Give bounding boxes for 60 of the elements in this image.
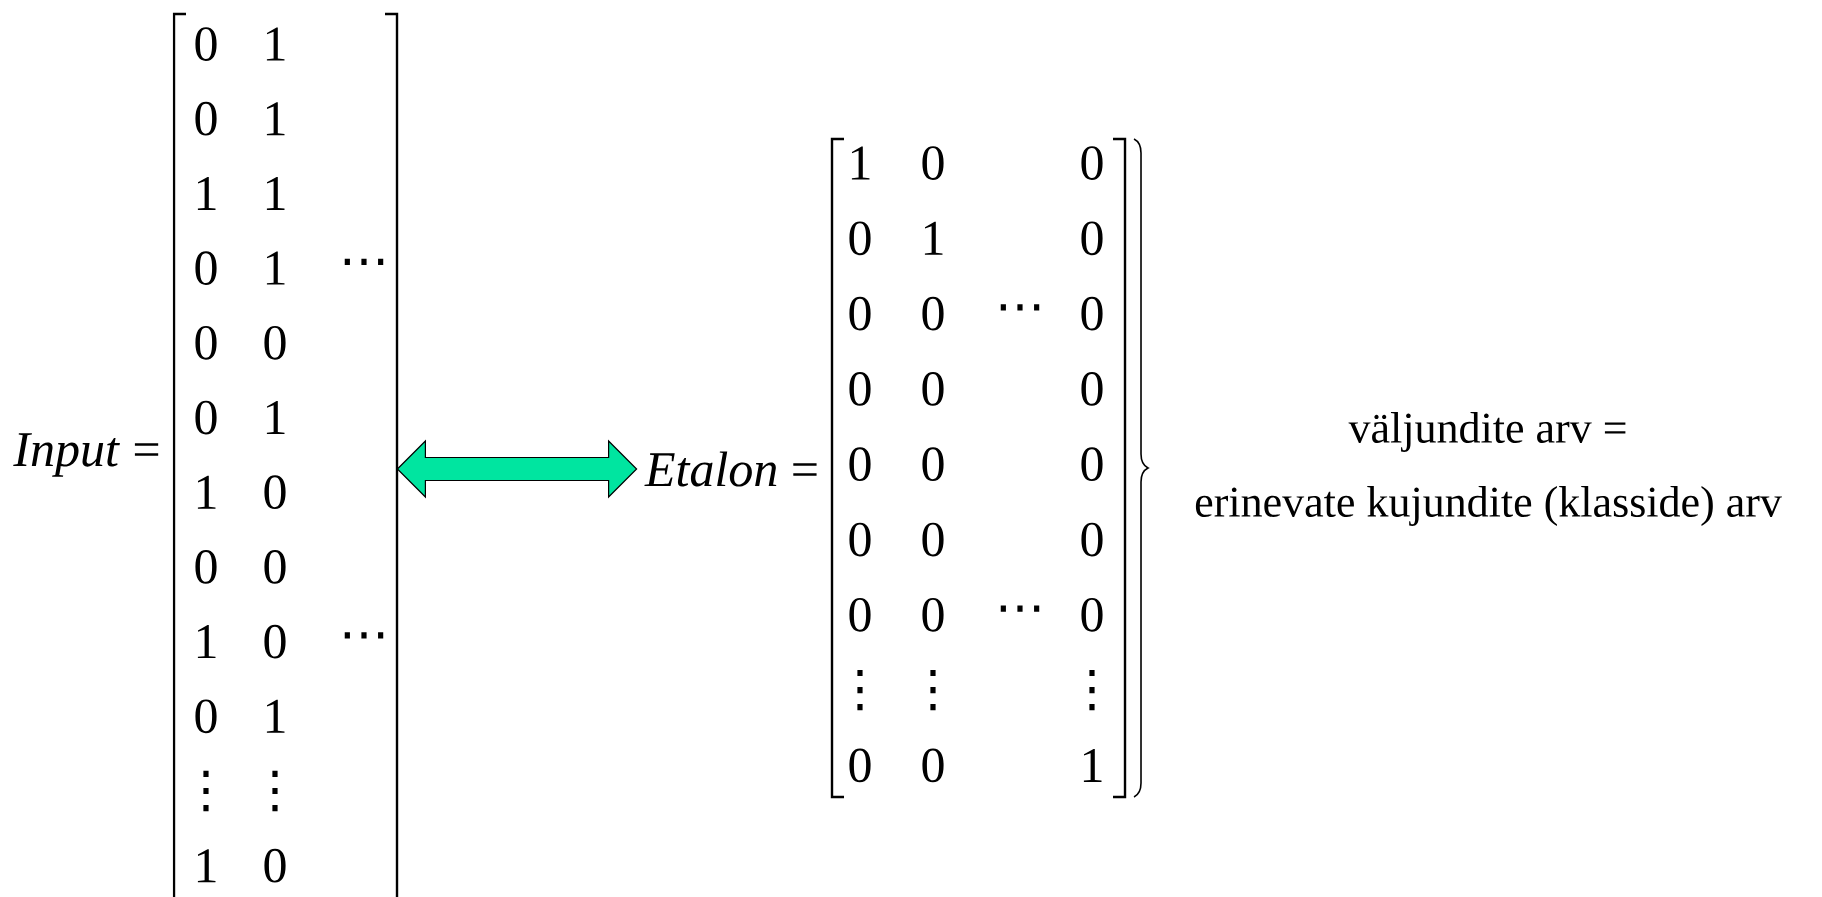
matrix-entry: 0 (264, 848, 286, 883)
matrix-entry: 0 (922, 748, 944, 783)
matrix-entry: 0 (922, 522, 944, 557)
matrix-entry: 1 (197, 849, 216, 883)
matrix-entry: ⋮ (857, 669, 863, 711)
matrix-entry: 1 (266, 251, 285, 285)
matrix-entry: 0 (922, 372, 944, 406)
matrix-entry: 0 (849, 447, 871, 482)
matrix-entry: 0 (195, 251, 217, 285)
matrix-entry: 0 (264, 550, 286, 584)
matrix-entry: 1 (266, 699, 285, 733)
matrix-entry: 0 (1081, 296, 1103, 331)
matrix-entry: 0 (195, 101, 217, 136)
matrix-entry: 0 (849, 372, 871, 406)
matrix-entry: 1 (266, 176, 285, 210)
matrix-entry: 1 (197, 475, 216, 509)
note-text: erinevate kujundite (klasside) arv (1195, 486, 1782, 526)
matrix-entry: 0 (264, 624, 286, 659)
matrix-entry: ⋮ (272, 770, 278, 812)
matrix-entry: 1 (851, 146, 870, 180)
matrix-entry: ⋯ (344, 258, 384, 265)
matrix-entry: 1 (197, 176, 216, 210)
matrix-entry: 0 (1081, 447, 1103, 482)
matrix-entry: 0 (264, 475, 286, 510)
matrix-entry: 0 (849, 597, 871, 632)
matrix-entry: 0 (195, 27, 217, 61)
matrix-entry: 0 (922, 447, 944, 482)
matrix-entry: 1 (197, 625, 216, 659)
matrix-entry: 0 (195, 699, 217, 734)
matrix-entry: 0 (195, 325, 217, 360)
matrix-entry: 0 (195, 550, 217, 584)
matrix-label: Input = (13, 433, 159, 477)
matrix-entry: 0 (849, 296, 871, 331)
matrix-entry: 0 (922, 146, 944, 180)
matrix-entry: 0 (849, 748, 871, 783)
matrix-entry: 0 (1081, 146, 1103, 180)
matrix-entry: 0 (849, 221, 871, 256)
note-text: väljundite arv = (1348, 412, 1626, 452)
matrix-entry: ⋮ (1089, 669, 1095, 711)
matrix-entry: 0 (849, 522, 871, 557)
matrix-entry: ⋮ (203, 770, 209, 812)
matrix-entry: ⋯ (1000, 605, 1040, 612)
matrix-entry: ⋮ (930, 669, 936, 711)
matrix-entry: 1 (266, 27, 285, 61)
matrix-entry: 1 (1083, 748, 1102, 782)
matrix-label: Etalon = (644, 451, 817, 487)
matrix-entry: 0 (1081, 372, 1103, 406)
matrix-entry: 0 (922, 597, 944, 632)
matrix-entry: ⋯ (344, 632, 384, 639)
matrix-entry: 0 (1081, 597, 1103, 632)
matrix-entry: 0 (195, 400, 217, 435)
matrix-entry: 0 (1081, 522, 1103, 557)
matrix-entry: 1 (266, 401, 285, 434)
matrix-entry: 0 (922, 296, 944, 331)
double-arrow (396, 439, 638, 499)
matrix-entry: 0 (264, 325, 286, 360)
matrix-entry: 1 (924, 221, 943, 255)
matrix-entry: ⋯ (1000, 304, 1040, 311)
matrix-entry: 0 (1081, 221, 1103, 256)
matrix-entry: 1 (266, 102, 285, 136)
